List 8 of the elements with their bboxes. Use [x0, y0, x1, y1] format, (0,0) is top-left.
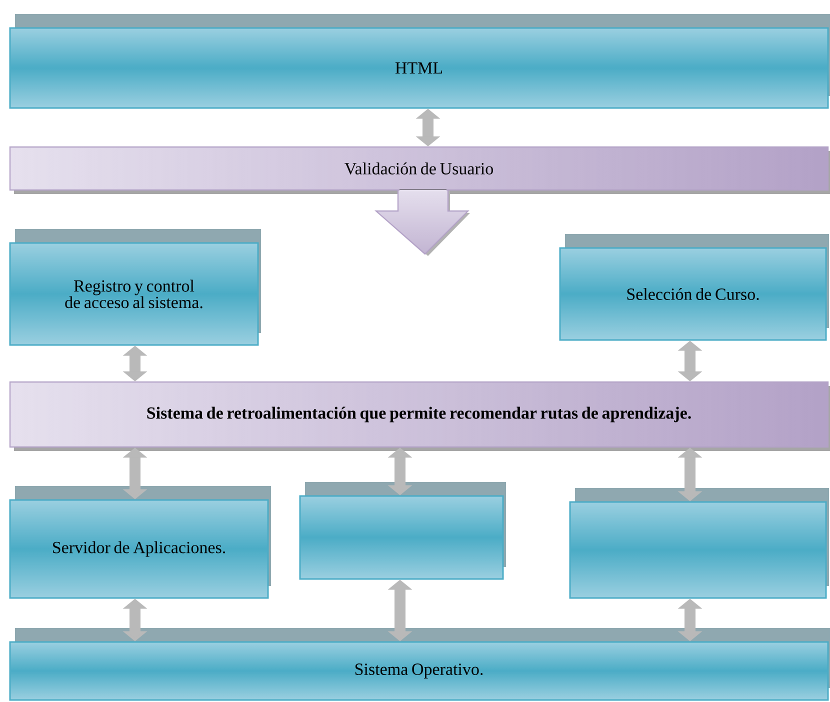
process-box: HTML: [9, 14, 830, 109]
layer-band: Sistema de retroalimentación que permite recomendar rutas de aprendizaje.: [9, 381, 830, 451]
process-box: Registro y control de acceso al sistema.: [9, 229, 261, 346]
process-box: Sistema Operativo.: [9, 628, 830, 701]
process-box: [569, 488, 829, 599]
process-box: Selección de Curso.: [559, 234, 829, 341]
process-box: [299, 482, 506, 580]
process-box: Servidor de Aplicaciones.: [9, 486, 271, 599]
